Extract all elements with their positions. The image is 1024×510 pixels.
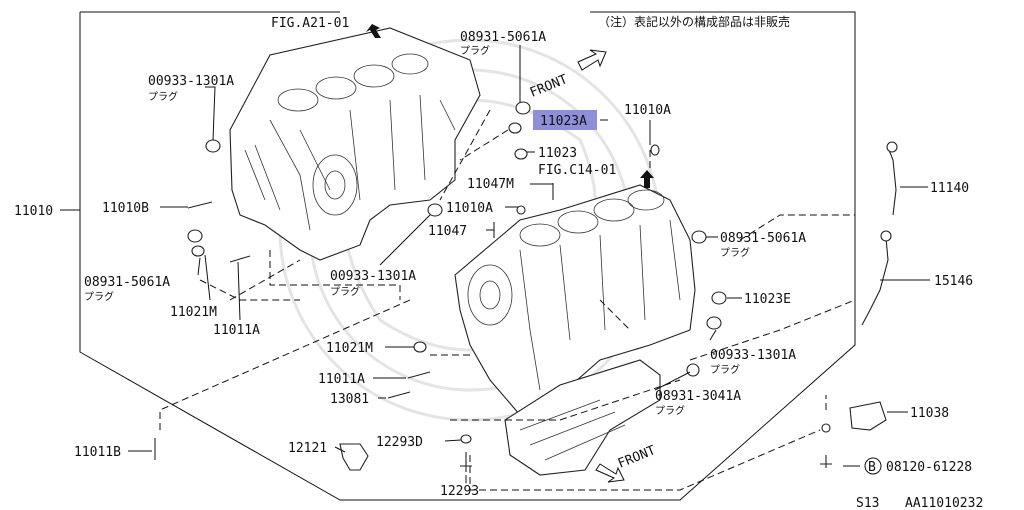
label-11047[interactable]: 11047 <box>428 224 467 239</box>
label-08120[interactable]: 08120-61228 <box>886 460 972 475</box>
sublabel-plug-7: プラグ <box>655 404 685 417</box>
label-11140[interactable]: 11140 <box>930 181 969 196</box>
sublabel-plug-3: プラグ <box>84 290 114 303</box>
sublabel-plug-5: プラグ <box>720 246 750 259</box>
small-parts <box>154 24 898 472</box>
label-11038[interactable]: 11038 <box>910 406 949 421</box>
sublabel-plug-6: プラグ <box>710 363 740 376</box>
label-11047M[interactable]: 11047M <box>467 177 514 192</box>
label-12293D[interactable]: 12293D <box>376 435 423 450</box>
label-15146[interactable]: 15146 <box>934 274 973 289</box>
label-12121[interactable]: 12121 <box>288 441 327 456</box>
label-00933-mid[interactable]: 00933-1301A <box>330 269 416 284</box>
label-11011A-left[interactable]: 11011A <box>213 323 260 338</box>
label-08931-3041A[interactable]: 08931-3041A <box>655 389 741 404</box>
lower-engine-block <box>454 184 696 476</box>
label-00933-upper[interactable]: 00933-1301A <box>148 74 234 89</box>
label-13081[interactable]: 13081 <box>330 392 369 407</box>
upper-engine-block <box>229 27 481 261</box>
label-11010B[interactable]: 11010B <box>102 201 149 216</box>
label-11021M-left[interactable]: 11021M <box>170 305 217 320</box>
label-08931-5061A-right[interactable]: 08931-5061A <box>720 231 806 246</box>
label-00933-right[interactable]: 00933-1301A <box>710 348 796 363</box>
leader-lines <box>60 45 930 483</box>
bolt-mark-circle <box>864 457 882 475</box>
footer-code-figure: AA11010232 <box>905 496 983 510</box>
fig-ref-upper[interactable]: FIG.A21-01 <box>271 16 349 31</box>
sublabel-plug-1: プラグ <box>148 90 178 103</box>
label-11010A-mid[interactable]: 11010A <box>446 201 493 216</box>
dashed-guides <box>159 109 856 491</box>
footer-code-s13: S13 <box>856 496 879 510</box>
label-11011A-right[interactable]: 11011A <box>318 372 365 387</box>
part-labels: （注）表記以外の構成部品は非販売 FIG.A21-01 FIG.C14-01 F… <box>14 14 983 510</box>
label-11023A[interactable]: 11023A <box>540 114 587 129</box>
sublabel-plug-2: プラグ <box>460 44 490 57</box>
label-11010[interactable]: 11010 <box>14 204 53 219</box>
front-label-upper: FRONT <box>528 72 570 101</box>
note-text: （注）表記以外の構成部品は非販売 <box>598 14 790 29</box>
frame-outline <box>79 11 856 501</box>
label-11011B[interactable]: 11011B <box>74 445 121 460</box>
highlight-11023A <box>533 110 597 130</box>
label-11023E[interactable]: 11023E <box>744 292 791 307</box>
label-08931-5061A-left[interactable]: 08931-5061A <box>84 275 170 290</box>
label-11010A-top[interactable]: 11010A <box>624 103 671 118</box>
sublabel-plug-4: プラグ <box>330 285 360 298</box>
front-arrows <box>577 49 625 483</box>
label-08931-5061A-top[interactable]: 08931-5061A <box>460 30 546 45</box>
bolt-mark-letter: B <box>868 460 876 475</box>
label-11021M-right[interactable]: 11021M <box>326 341 373 356</box>
label-12293[interactable]: 12293 <box>440 484 479 499</box>
front-label-lower: FRONT <box>616 443 658 472</box>
label-11023[interactable]: 11023 <box>538 146 577 161</box>
fig-ref-lower[interactable]: FIG.C14-01 <box>538 163 616 178</box>
